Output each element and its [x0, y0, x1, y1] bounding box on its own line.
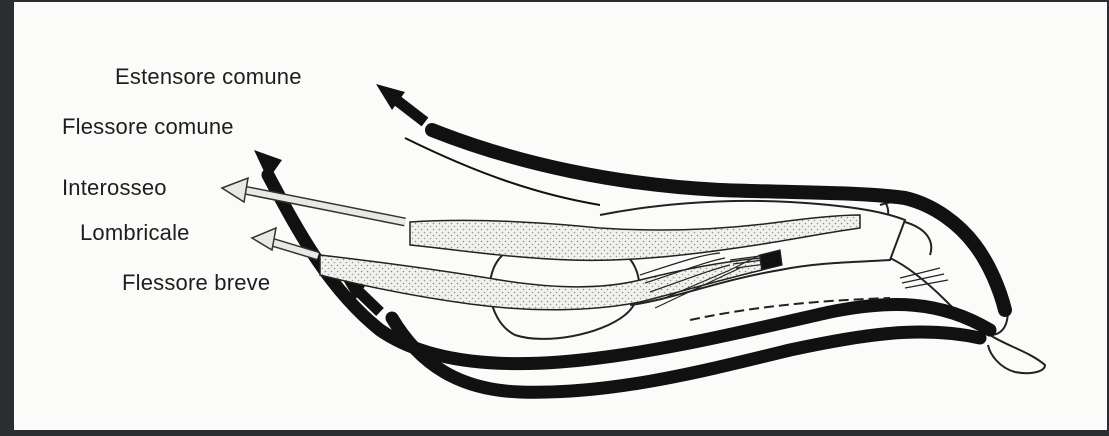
flexor-comune-arrowhead	[254, 150, 282, 180]
fingertip	[988, 335, 1045, 373]
label-lombricale: Lombricale	[80, 220, 190, 246]
label-flessore-breve: Flessore breve	[122, 270, 270, 296]
interosseo-arrowhead	[222, 178, 248, 202]
lombricale-arrowhead	[252, 228, 276, 250]
label-estensore-comune: Estensore comune	[115, 64, 302, 90]
label-interosseo: Interosseo	[62, 175, 167, 201]
label-flessore-comune: Flessore comune	[62, 114, 234, 140]
